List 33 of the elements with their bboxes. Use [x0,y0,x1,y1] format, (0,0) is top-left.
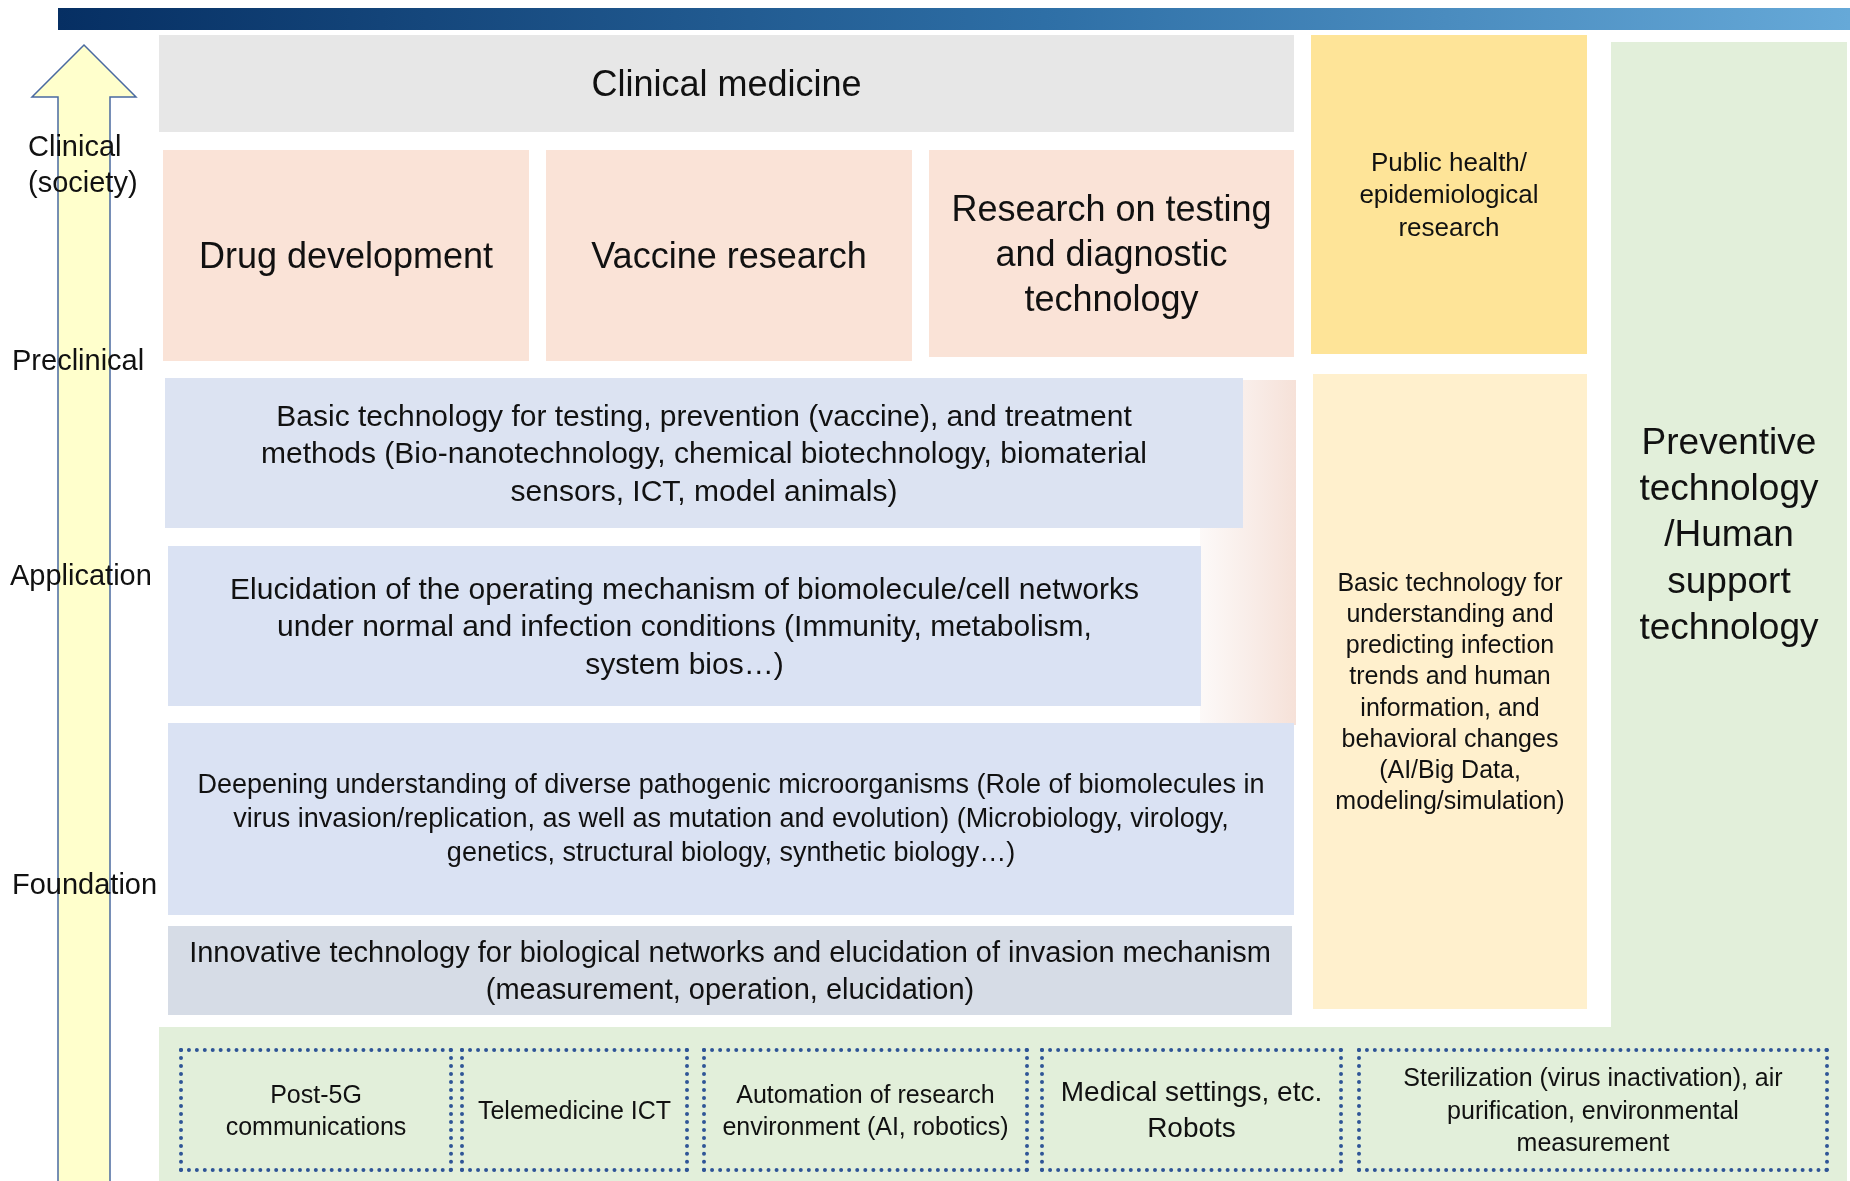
box-text: Automation of research environment (AI, robotics) [721,1078,1010,1142]
research-box [163,150,529,361]
technology-box [1313,374,1587,1009]
box-text: Deepening understanding of diverse pathogenic microorganisms (Role of biomolecules in virus invasion/replication, as well as mutation and evolution) (Microbiology, virology, genetics, structural biology, synthetic biology…) [196,768,1266,869]
technology-band [168,926,1292,1015]
dotted-box [1040,1048,1343,1172]
box-text: Vaccine research [591,234,867,278]
box-text: Medical settings, etc. Robots [1059,1074,1324,1145]
technology-band [168,723,1294,915]
dotted-box [179,1048,453,1172]
dotted-box [1357,1048,1829,1172]
box-text: Basic technology for understanding and predicting infection trends and human information, and behavioral changes (AI/Big Data, modeling/simulation) [1334,566,1566,817]
dotted-box [702,1048,1029,1172]
box-text: Preventive technology /Human support technology [1638,419,1820,649]
box-text: Public health/ epidemiological research [1358,145,1540,244]
stage-box [159,35,1294,132]
box-text: Telemedicine ICT [477,1094,672,1126]
title-bar [58,8,1850,30]
box-text: Basic technology for testing, prevention (vaccine), and treatment methods (Bio-nanotechnology, chemical biotechnology, biomaterial sensors, ICT, model animals) [259,397,1149,509]
research-box [929,150,1294,357]
research-box [546,150,912,361]
dotted-box [460,1048,689,1172]
box-text: Innovative technology for biological networks and elucidation of invasion mechanism (measurement, operation, elucidation) [188,935,1272,1007]
technology-band [165,378,1243,528]
box-text: Drug development [198,234,494,278]
technology-band [168,546,1201,706]
box-text: Clinical medicine [591,62,862,106]
box-text: Post-5G communications [224,1078,408,1142]
technology-column [1611,42,1847,1027]
research-box [1311,35,1587,354]
box-text: Elucidation of the operating mechanism of biomolecule/cell networks under normal and infection conditions (Immunity, metabolism, system bios…) [229,570,1140,682]
box-text: Research on testing and diagnostic technology [950,187,1273,321]
box-text: Sterilization (virus inactivation), air purification, environmental measurement [1402,1062,1784,1159]
